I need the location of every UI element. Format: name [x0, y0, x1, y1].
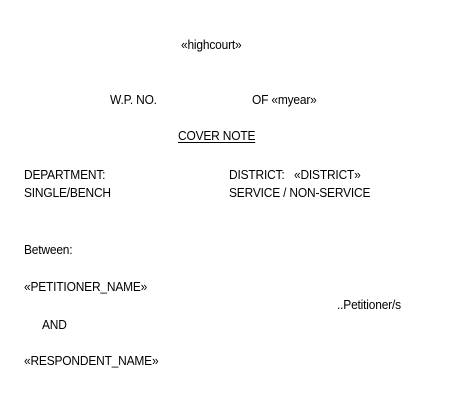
- year-label: OF «myear»: [252, 92, 317, 107]
- department-label: DEPARTMENT:: [24, 167, 106, 182]
- district-label: DISTRICT:: [229, 167, 285, 182]
- bench-label: SINGLE/BENCH: [24, 185, 111, 200]
- court-name: «highcourt»: [181, 37, 242, 52]
- district-value: «DISTRICT»: [294, 167, 361, 182]
- service-label: SERVICE / NON-SERVICE: [229, 185, 371, 200]
- and-label: AND: [42, 317, 67, 332]
- wp-number-label: W.P. NO.: [110, 92, 157, 107]
- respondent-name: «RESPONDENT_NAME»: [24, 353, 159, 368]
- petitioner-name: «PETITIONER_NAME»: [24, 279, 148, 294]
- between-label: Between:: [24, 242, 73, 257]
- cover-note-title: COVER NOTE: [178, 128, 256, 143]
- petitioner-role: ..Petitioner/s: [337, 297, 401, 312]
